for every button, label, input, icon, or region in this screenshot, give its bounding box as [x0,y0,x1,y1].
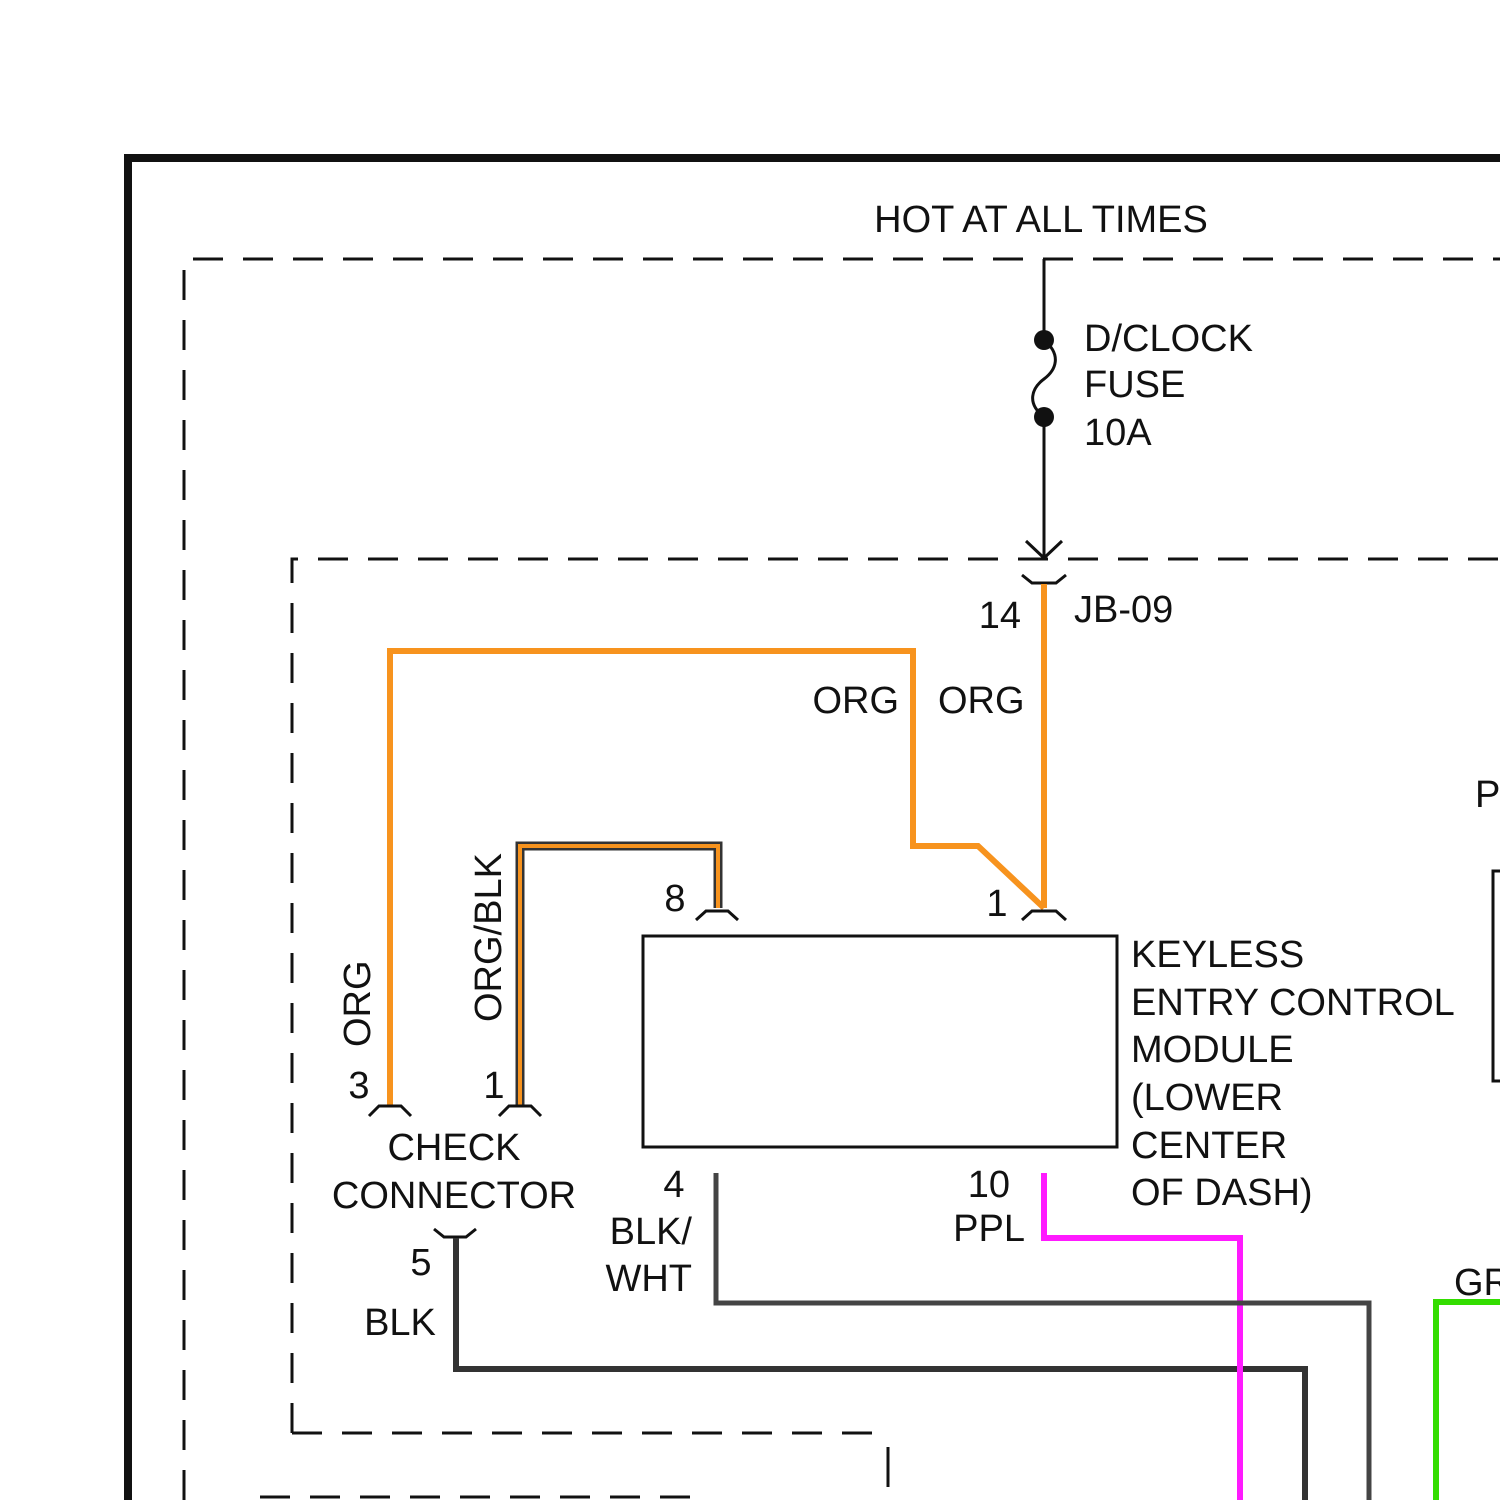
check-pin-3-label: 3 [348,1065,369,1107]
check-pin-3-connector-icon [369,1106,411,1116]
wire-orgblk [520,846,718,1106]
module-name-line4: (LOWER [1131,1077,1283,1119]
wire-orgblk-outline [520,846,718,1106]
jb-connector-icon [1022,575,1066,583]
module-pin-1-label: 1 [986,883,1007,925]
module-pin-10-label: 10 [968,1164,1010,1206]
module-pin-4-label: 4 [663,1164,684,1206]
wire-blk-label: BLK [364,1302,436,1344]
fuse-element-icon [1033,340,1056,417]
wire-ppl [1044,1173,1240,1500]
wire-ppl-label: PPL [953,1208,1025,1250]
module-name-line2: ENTRY CONTROL [1131,982,1455,1024]
wire-orgblk-vertical-label: ORG/BLK [468,853,510,1022]
fuse-word-label: FUSE [1084,364,1185,406]
check-connector-line1: CHECK [387,1127,520,1169]
jb-name-label: JB-09 [1074,589,1173,631]
jb-pin-14-label: 14 [979,595,1021,637]
wire-blk [456,1238,1305,1500]
edge-p-label: P [1475,774,1500,816]
check-connector-line2: CONNECTOR [332,1175,576,1217]
check-pin-5-connector-icon [434,1229,476,1237]
fuse-rating-label: 10A [1084,412,1152,454]
wire-grn [1436,1302,1500,1500]
wire-org-right-label: ORG [938,680,1025,722]
wire-blkwht-label-line1: BLK/ [610,1211,693,1253]
outer-frame [128,158,1500,1500]
edge-gr-label: GR [1454,1262,1500,1304]
check-pin-1-connector-icon [499,1106,541,1116]
fuse-name-label: D/CLOCK [1084,318,1253,360]
right-edge-component-bracket [1493,871,1500,1081]
wire-org-left-label: ORG [812,680,899,722]
wire-blkwht-label-line2: WHT [605,1258,692,1300]
module-name-line3: MODULE [1131,1029,1294,1071]
module-name-line5: CENTER [1131,1125,1287,1167]
module-name-line1: KEYLESS [1131,934,1304,976]
check-pin-5-label: 5 [410,1242,431,1284]
module-pin-1-connector-icon [1022,911,1066,920]
module-pin-8-label: 8 [664,878,685,920]
hot-at-all-times-label: HOT AT ALL TIMES [874,199,1208,241]
module-pin-8-connector-icon [696,911,738,920]
check-pin-1-label: 1 [483,1065,504,1107]
keyless-entry-module-box [643,936,1117,1147]
wire-org-vertical-label: ORG [337,960,379,1047]
module-name-line6: OF DASH) [1131,1172,1313,1214]
